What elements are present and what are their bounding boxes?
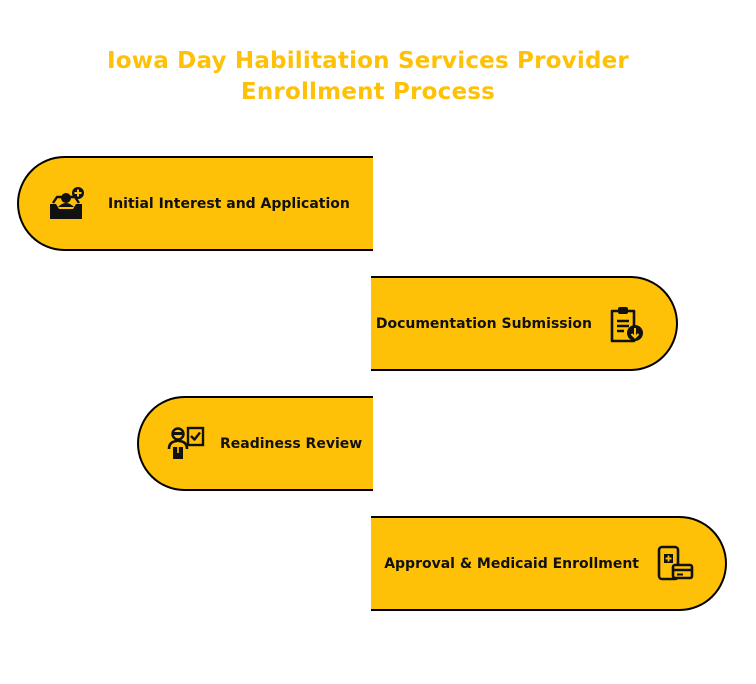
title-line-1: Iowa Day Habilitation Services Provider bbox=[107, 48, 629, 74]
step-readiness-review: Readiness Review bbox=[137, 396, 373, 491]
inbox-add-icon bbox=[46, 184, 86, 224]
phone-card-icon bbox=[655, 544, 695, 584]
step-label: Approval & Medicaid Enrollment bbox=[384, 555, 639, 572]
title-line-2: Enrollment Process bbox=[240, 79, 496, 105]
clipboard-download-icon bbox=[606, 304, 646, 344]
person-checklist-icon bbox=[166, 424, 206, 464]
step-initial-interest: Initial Interest and Application bbox=[17, 156, 373, 251]
step-label: Initial Interest and Application bbox=[108, 195, 350, 212]
step-documentation: Documentation Submission bbox=[371, 276, 678, 371]
page-title: Iowa Day Habilitation Services Provider … bbox=[0, 46, 736, 108]
step-label: Readiness Review bbox=[220, 435, 363, 452]
step-label: Documentation Submission bbox=[375, 315, 592, 332]
step-approval-enrollment: Approval & Medicaid Enrollment bbox=[371, 516, 727, 611]
